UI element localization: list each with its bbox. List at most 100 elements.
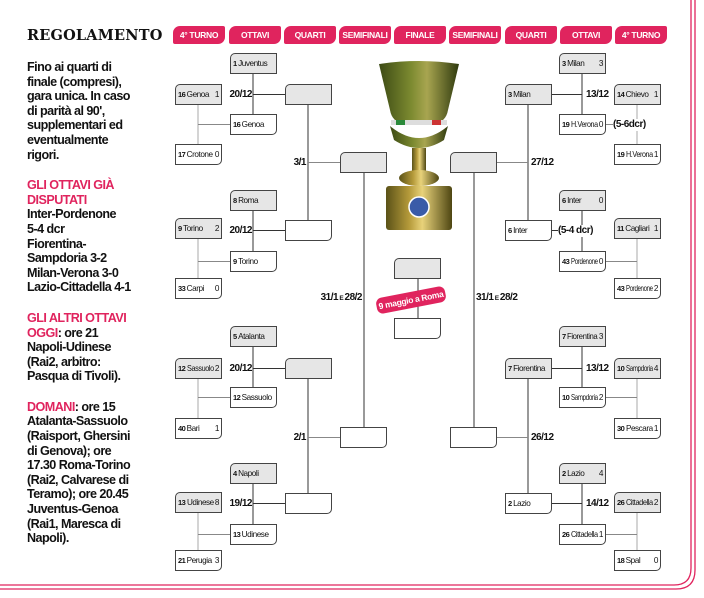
text-line: 5-4 dcr — [27, 221, 65, 236]
match-date: 13/12 — [586, 362, 609, 375]
text-line: GLI OTTAVI GIÀ — [27, 178, 115, 193]
team-seed: 11 — [617, 224, 624, 233]
team-score: 4 — [653, 364, 659, 373]
team-score: 1 — [214, 90, 220, 99]
penalty-result: (5-6dcr) — [613, 118, 646, 131]
team-name: Inter — [513, 226, 528, 235]
team-seed: 18 — [617, 556, 625, 565]
team-seed: 3 — [508, 90, 512, 99]
team-seed: 16 — [233, 120, 241, 129]
team-seed: 7 — [508, 364, 512, 373]
coppa-italia-trophy-icon — [379, 61, 459, 230]
text-line: supplementari ed — [27, 118, 123, 133]
team-name: Inter — [567, 196, 582, 205]
text-line: di Genova); ore — [27, 443, 112, 458]
team-seed: 14 — [617, 90, 625, 99]
round-tab: 4° TURNO — [173, 26, 225, 44]
semi-empty-box — [450, 427, 497, 448]
match-date: 20/12 — [229, 224, 252, 237]
team-seed: 43 — [562, 257, 570, 266]
team-seed: 2 — [508, 499, 512, 508]
team-score: 2 — [653, 498, 659, 507]
team-seed: 9 — [178, 224, 182, 233]
team-seed: 10 — [562, 393, 570, 402]
team-name: Cittadella — [570, 530, 598, 539]
team-seed: 4 — [233, 469, 237, 478]
team-seed: 30 — [617, 424, 625, 433]
team-seed: 16 — [178, 90, 186, 99]
team-seed: 10 — [617, 364, 625, 373]
text-line: Fiorentina- — [27, 236, 87, 251]
text-line: eventualmente — [27, 132, 109, 147]
team-name: Cittadella — [625, 498, 653, 507]
text-line: GLI ALTRI OTTAVI — [27, 310, 127, 325]
semifinal-dates: 31/1 E 28/2 — [320, 292, 363, 305]
team-name: Udinese — [241, 530, 269, 539]
team-seed: 43 — [617, 284, 625, 293]
text-line: Lazio-Cittadella 4-1 — [27, 280, 131, 295]
quarti-empty-box — [285, 358, 332, 379]
team-name: Bari — [186, 424, 200, 433]
text-line: Juventus-Genoa — [27, 502, 119, 517]
team-score: 0 — [214, 150, 220, 159]
team-name: Roma — [238, 196, 259, 205]
team-name: Perugia — [186, 556, 213, 565]
team-seed: 7 — [562, 332, 566, 341]
team-name: Milan — [513, 90, 531, 99]
semi-empty-box — [340, 427, 387, 448]
match-date: 20/12 — [229, 362, 252, 375]
team-seed: 33 — [178, 284, 186, 293]
team-score: 3 — [598, 332, 604, 341]
text-line: DOMANI: ore 15 — [27, 399, 116, 414]
text-line: 17.30 Roma-Torino — [27, 458, 131, 473]
text-line: (Rai2, Calvarese di — [27, 472, 129, 487]
team-name: Milan — [567, 59, 585, 68]
match-date: 3/1 — [293, 156, 307, 169]
match-date: 13/12 — [586, 88, 609, 101]
team-name: Sampdoria — [570, 393, 598, 402]
semifinal-dates: 31/1 E 28/2 — [476, 292, 518, 305]
team-seed: 26 — [617, 498, 625, 507]
team-seed: 19 — [562, 120, 570, 129]
text-line: Milan-Verona 3-0 — [27, 265, 119, 280]
team-score: 0 — [653, 556, 659, 565]
round-tab: OTTAVI — [229, 26, 281, 44]
team-score: 1 — [214, 424, 220, 433]
team-score: 0 — [598, 196, 604, 205]
team-seed: 12 — [178, 364, 186, 373]
text-line: Napoli). — [27, 531, 69, 546]
text-line: (Rai1, Maresca di — [27, 516, 121, 531]
round-tab: OTTAVI — [560, 26, 612, 44]
team-seed: 13 — [178, 498, 186, 507]
text-line: Fino ai quarti di — [27, 60, 112, 74]
match-date: 27/12 — [531, 156, 554, 169]
team-name: Sassuolo — [241, 393, 273, 402]
team-seed: 2 — [562, 469, 566, 478]
team-name: Lazio — [567, 469, 585, 478]
team-name: Atalanta — [238, 332, 265, 341]
team-seed: 40 — [178, 424, 186, 433]
